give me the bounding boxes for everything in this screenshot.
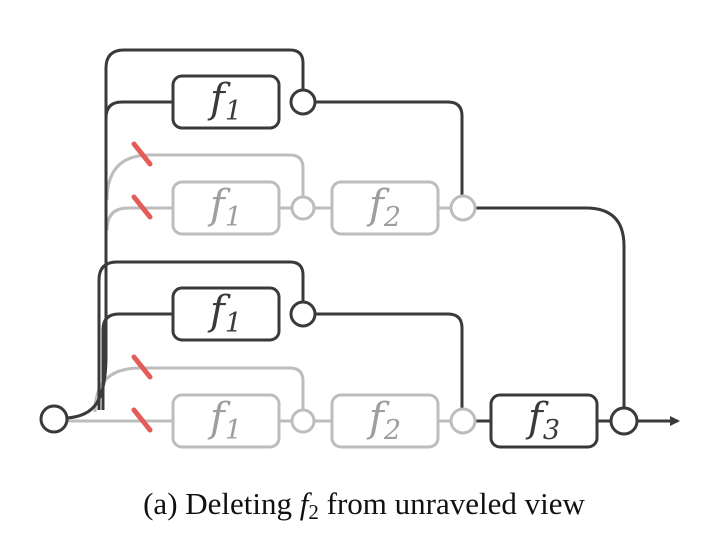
block-f3-active: f3: [489, 393, 599, 449]
caption-suffix: from unraveled view: [319, 486, 586, 521]
svg-text:f2: f2: [366, 395, 401, 446]
edge-row2-node-right: [475, 206, 626, 408]
block-f2-inactive-bottom: f2: [330, 393, 440, 449]
deleted-edge-mark-2: [131, 194, 153, 220]
input-node: [39, 404, 69, 434]
block-f1-active-bottom: f1: [171, 286, 281, 342]
edge-skip-branch-1: [105, 153, 305, 201]
caption-prefix: (a) Deleting: [143, 486, 300, 521]
trunk-bottom-f1: [101, 312, 173, 410]
node-row3: [289, 300, 317, 328]
deleted-edge-mark-3: [131, 354, 153, 380]
trunk-top: [66, 48, 305, 420]
block-f1-inactive-top: f1: [171, 180, 281, 236]
output-node: [609, 406, 639, 436]
deletion-marks: [131, 141, 153, 433]
node-row4-b: [449, 407, 477, 435]
edge-bottom-node-right: [315, 312, 464, 408]
deleted-edge-mark-1: [131, 141, 153, 167]
edge-top-node-right: [315, 100, 464, 196]
active-paths: [66, 48, 680, 426]
node-row4-a: [290, 408, 316, 434]
svg-text:f1: f1: [207, 182, 242, 233]
block-f1-inactive-bottom: f1: [171, 393, 281, 449]
node-row2-b: [449, 194, 477, 222]
caption-math-sub: 2: [308, 500, 319, 524]
svg-text:f1: f1: [207, 288, 242, 339]
block-f2-inactive-top: f2: [330, 180, 440, 236]
trunk-f1-top: [104, 100, 173, 150]
deleted-edge-mark-4: [131, 407, 153, 433]
node-row1: [289, 88, 317, 116]
svg-text:f1: f1: [207, 76, 242, 127]
figure-caption: (a) Deleting f2 from unraveled view: [143, 486, 585, 524]
trunk-bottom-skip: [97, 260, 305, 410]
nodes: [39, 88, 639, 436]
node-row2-a: [290, 195, 316, 221]
edge-branch-2-in: [105, 206, 173, 231]
blocks: f1 f1 f2 f1 f1: [171, 74, 599, 449]
block-f1-active-top: f1: [171, 74, 281, 130]
